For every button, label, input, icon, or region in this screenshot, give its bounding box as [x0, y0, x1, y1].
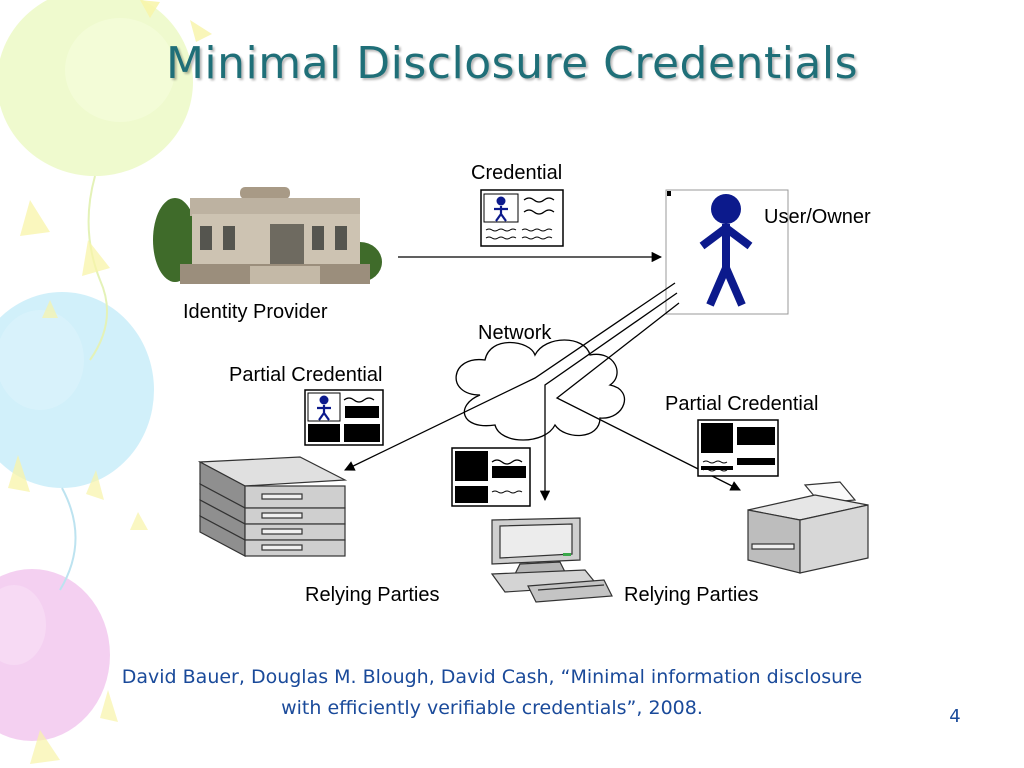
- partial-credential-card-icon: [697, 419, 779, 477]
- balloon-string: [59, 487, 77, 591]
- arrow-user-to-computer: [539, 292, 678, 502]
- label-credential: Credential: [471, 162, 563, 184]
- printer-icon: [747, 481, 869, 574]
- star-decoration: [42, 300, 58, 318]
- cloud-icon: [455, 339, 626, 441]
- slide-number: 4: [949, 706, 961, 727]
- star-decoration: [86, 470, 104, 500]
- label-partial-credential-left: Partial Credential: [229, 364, 383, 386]
- label-identity-provider: Identity Provider: [183, 301, 328, 323]
- balloon-pink-inner: [0, 585, 46, 665]
- star-decoration: [190, 20, 212, 42]
- government-building-icon: [153, 187, 382, 284]
- server-stack-icon: [197, 456, 348, 557]
- citation-line-1: David Bauer, Douglas M. Blough, David Ca…: [121, 666, 863, 688]
- star-decoration: [8, 455, 30, 492]
- arrow-user-to-printer: [555, 302, 741, 491]
- person-icon: [699, 194, 753, 307]
- star-decoration: [82, 240, 110, 276]
- label-relying-parties-right: Relying Parties: [624, 584, 759, 606]
- balloon-blue-inner: [0, 310, 84, 410]
- citation: David Bauer, Douglas M. Blough, David Ca…: [60, 662, 924, 724]
- star-decoration: [20, 200, 50, 236]
- credential-card-icon: [480, 189, 564, 247]
- star-decoration: [30, 730, 60, 764]
- balloon-green-inner: [65, 18, 175, 122]
- label-network: Network: [478, 322, 552, 344]
- star-decoration: [100, 690, 118, 722]
- label-user-owner: User/Owner: [764, 206, 871, 228]
- label-partial-credential-right: Partial Credential: [665, 393, 819, 415]
- star-decoration: [130, 512, 148, 530]
- desktop-computer-icon: [490, 517, 613, 603]
- partial-credential-card-icon: [451, 447, 531, 507]
- arrow-connectors: [344, 251, 741, 502]
- label-relying-parties-left: Relying Parties: [305, 584, 440, 606]
- star-decoration: [140, 0, 160, 18]
- slide-title: Minimal Disclosure Credentials: [165, 38, 859, 89]
- partial-credential-card-icon: [304, 389, 384, 446]
- balloon-string: [87, 175, 109, 361]
- arrow-user-to-left-party: [344, 282, 676, 471]
- citation-line-2: with efficiently verifiable credentials”…: [281, 697, 703, 719]
